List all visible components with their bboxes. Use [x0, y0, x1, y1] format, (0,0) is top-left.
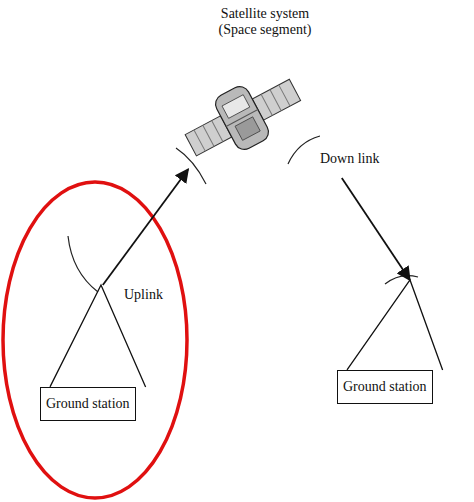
dish-arc — [68, 236, 98, 292]
link-label: Uplink — [122, 287, 165, 303]
dish-arc — [385, 276, 418, 284]
satellite-label: Satellite system (Space segment) — [203, 6, 327, 38]
link-label: Down link — [318, 151, 382, 167]
dish-arc — [288, 136, 320, 164]
highlight-ellipse — [3, 182, 187, 498]
station-label: Ground station — [40, 387, 136, 421]
ground-station: Ground station — [332, 280, 450, 404]
satellite-icon — [177, 63, 309, 171]
ground-station: Ground station — [35, 285, 148, 421]
signal-arrow — [342, 178, 410, 280]
signal-arrow — [103, 169, 188, 285]
station-label: Ground station — [337, 370, 433, 404]
